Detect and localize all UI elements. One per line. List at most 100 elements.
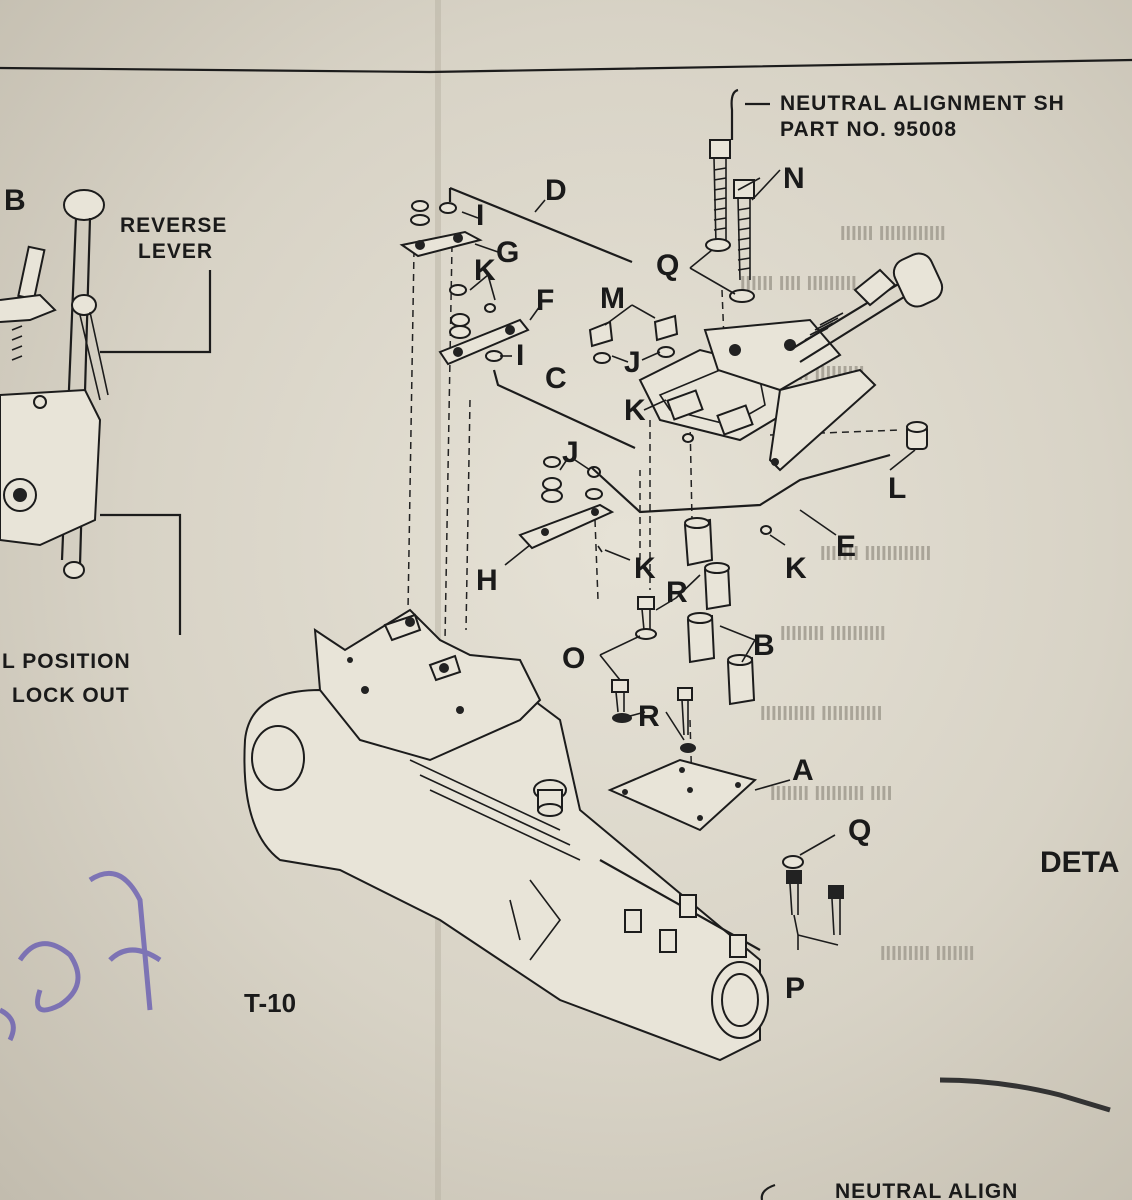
shift-gate-plate: [703, 318, 842, 392]
nut-m: [588, 320, 614, 348]
callout-q-lower: Q: [848, 814, 871, 847]
position-leader-line: [100, 513, 182, 635]
lever-hole: [505, 325, 515, 335]
svg-text:IIIIIII IIIIIIIIIIII: IIIIIII IIIIIIIIIIII: [820, 543, 931, 565]
stick-end: [63, 561, 85, 579]
base-bolt: [33, 395, 47, 409]
callout-j-upper: J: [624, 346, 641, 379]
clip: [587, 466, 601, 478]
upper-linkage: [399, 186, 636, 449]
callout-a: A: [792, 754, 814, 787]
mounting-bolts-p: [782, 855, 844, 936]
lever-hole: [415, 240, 425, 250]
rail-stud: [679, 894, 697, 918]
callout-r-lower: R: [638, 700, 660, 733]
lever-h: [518, 503, 615, 550]
callout-b: B: [753, 629, 775, 662]
nut: [450, 313, 470, 327]
footer-shaft-icon: [760, 1183, 776, 1200]
left-label-b: B: [4, 184, 26, 217]
callout-d: D: [545, 174, 567, 207]
callout-p: P: [785, 972, 805, 1005]
clip-k: [760, 525, 772, 535]
lever-hole: [453, 233, 463, 243]
lever-hole: [541, 528, 549, 536]
bolt-o: [611, 679, 629, 693]
lever-hole: [453, 347, 463, 357]
shifter-top-assembly: [588, 139, 944, 560]
footer-text: NEUTRAL ALIGN: [835, 1180, 1018, 1200]
reverse-lever-knob: [71, 294, 97, 316]
callout-i-lower: I: [516, 339, 524, 372]
shift-knob: [892, 252, 944, 308]
lower-linkage: [518, 453, 891, 553]
washer: [410, 214, 430, 226]
spring: [804, 312, 844, 341]
cotter-pin: [484, 303, 496, 313]
callout-k-right: K: [785, 552, 807, 585]
svg-text:IIIIIII IIIIIIIII IIII: IIIIIII IIIIIIIII IIII: [770, 783, 892, 805]
nut: [439, 202, 457, 214]
case-ribs: [409, 759, 581, 861]
rail-stud: [659, 929, 677, 953]
position-label-line2: LOCK OUT: [12, 684, 130, 707]
mounting-plate-a: [607, 758, 758, 832]
clip: [449, 284, 467, 296]
reverse-leader-line: [100, 270, 212, 354]
bellhousing: [251, 725, 305, 791]
callout-h: H: [476, 564, 498, 597]
washer-q: [705, 238, 731, 252]
clip-k: [682, 433, 694, 443]
svg-text:IIIIII IIIIIIIIIIII: IIIIII IIIIIIIIIIII: [840, 223, 946, 245]
callout-l: L: [888, 472, 906, 505]
callout-n: N: [783, 162, 805, 195]
callout-q-upper: Q: [656, 249, 679, 282]
bushing-stack: [611, 517, 756, 753]
reverse-label-line1: REVERSE: [120, 214, 227, 237]
pivot-bolt-center: [13, 488, 27, 502]
washer-q: [729, 289, 755, 303]
nut-m: [653, 314, 679, 342]
washer: [449, 325, 471, 339]
cotter-pin: [597, 545, 603, 553]
leader-lines: [461, 169, 916, 950]
position-label-line1: L POSITION: [2, 650, 131, 673]
bolt-o: [677, 687, 693, 701]
nut: [543, 456, 561, 468]
callout-k-upper: K: [474, 254, 496, 287]
rod-d: [449, 186, 633, 264]
smudge-mark: [939, 1077, 1111, 1113]
nut: [542, 477, 562, 491]
callout-letters: D I G K F I C M J K N Q J H K K E L R O …: [474, 162, 906, 1005]
shifter-mount-top: [313, 608, 542, 762]
left-shifter-view: B REVERSE LEVER L POSITION LOCK OUT: [0, 184, 227, 707]
bolt-thread: [737, 207, 751, 271]
bolt-head-n: [709, 139, 731, 159]
model-label: T-10: [244, 988, 296, 1018]
rod-c: [492, 369, 636, 449]
reverse-label-line2: LEVER: [138, 240, 213, 263]
callout-c: C: [545, 362, 567, 395]
nut: [411, 200, 429, 212]
callout-e: E: [836, 530, 856, 563]
callout-k-lower: K: [634, 552, 656, 585]
part-number-line2: PART NO. 95008: [780, 118, 957, 141]
lockout-pin: [17, 245, 46, 301]
stop-block: [853, 268, 897, 307]
nut: [485, 350, 503, 362]
lever-hole: [591, 508, 599, 516]
rail-stud: [729, 934, 747, 958]
bracket: [0, 293, 57, 323]
detail-label: DETA: [1040, 846, 1119, 879]
nut: [585, 488, 603, 500]
callout-g: G: [496, 236, 519, 269]
transmission-case: [243, 608, 769, 1062]
alignment-shaft-icon: [730, 88, 739, 140]
svg-text:IIIIIIIII IIIIIII: IIIIIIIII IIIIIII: [880, 943, 974, 965]
shifter-base: [0, 388, 102, 547]
bolt-o: [637, 596, 655, 610]
washer: [541, 489, 563, 503]
top-border-line: [0, 58, 1132, 74]
